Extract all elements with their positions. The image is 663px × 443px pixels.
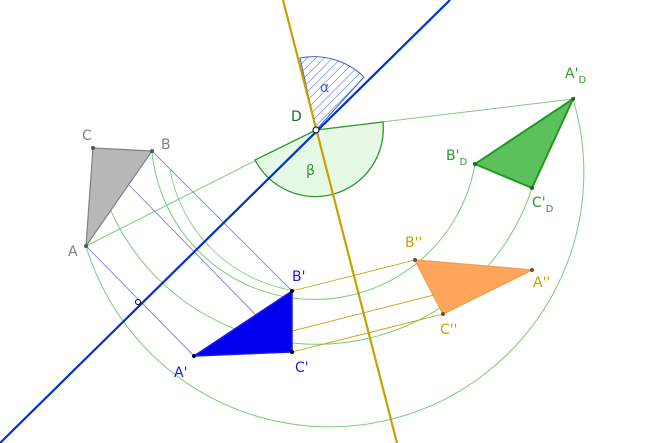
arc-B: [151, 150, 476, 300]
point-B: [150, 149, 154, 153]
label-B: B: [161, 137, 171, 153]
triangle-ADBDCD: [472, 96, 576, 190]
gold-reflection-axis: [281, 0, 399, 443]
triangle-ABC: [85, 147, 154, 249]
arc-A: [85, 98, 585, 428]
label-A1: A': [174, 365, 187, 381]
point-A1: [192, 354, 196, 358]
blue-reflection-axis: [0, 0, 451, 443]
point-B1: [290, 289, 294, 293]
label-alpha: α: [320, 80, 329, 96]
point-C: [91, 146, 95, 150]
point-B2: [413, 258, 417, 262]
triangle-A1B1C1: [191, 289, 293, 357]
angle-beta-sector: [254, 121, 384, 198]
point-A: [84, 244, 88, 248]
point-C1: [290, 350, 294, 354]
label-AD: A'D: [565, 66, 586, 86]
arc-inner: [169, 169, 291, 291]
point-A2: [530, 268, 534, 272]
guide-C1-C2: [291, 313, 444, 353]
point-C2: [441, 312, 445, 316]
point-D: [312, 126, 320, 134]
label-C: C: [82, 128, 92, 144]
label-CD: C'D: [532, 195, 554, 215]
label-A2: A'': [533, 275, 550, 291]
label-B2: B'': [405, 235, 422, 251]
label-A: A: [68, 244, 78, 260]
point-on-axis: [135, 299, 141, 305]
label-C2: C'': [440, 322, 457, 338]
point-CD: [530, 186, 534, 190]
point-BD: [473, 162, 477, 166]
label-C1: C': [295, 360, 309, 376]
label-BD: B'D: [446, 148, 467, 168]
angle-alpha-sector: [299, 56, 365, 132]
label-beta: β: [306, 163, 315, 179]
triangle-A2B2C2: [413, 259, 535, 315]
label-D: D: [291, 109, 302, 125]
guide-B-B1: [151, 150, 293, 292]
point-AD: [571, 97, 575, 101]
label-B1: B': [292, 269, 305, 285]
